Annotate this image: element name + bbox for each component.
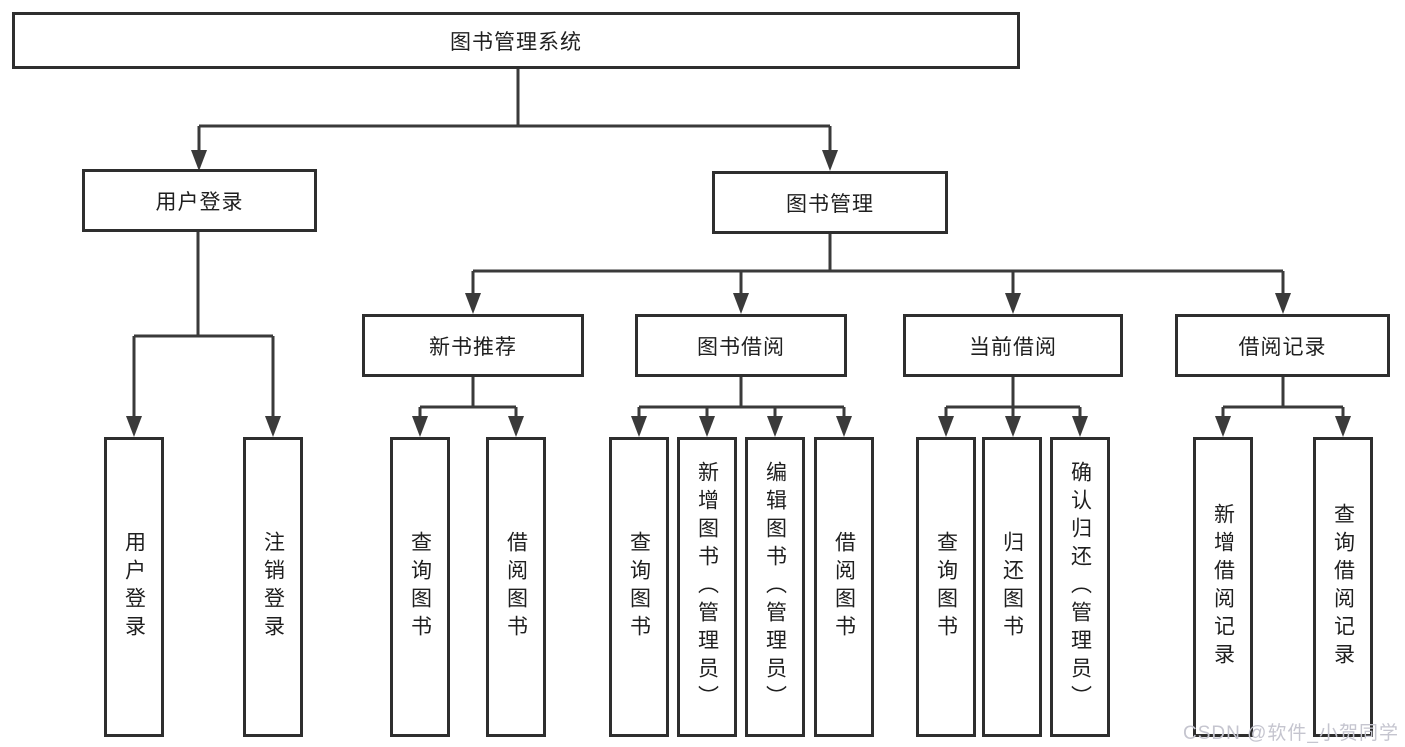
node-user-login-branch: 用户登录: [82, 169, 317, 232]
node-root-system: 图书管理系统: [12, 12, 1020, 69]
node-label: 借阅记录: [1238, 335, 1327, 359]
leaf-label: 借阅图书: [832, 531, 856, 643]
leaf-add-borrow-record: 新增借阅记录: [1193, 437, 1253, 737]
leaf-user-login: 用户登录: [104, 437, 164, 737]
node-root-label: 图书管理系统: [450, 30, 582, 54]
leaf-label: 查询图书: [934, 531, 958, 643]
csdn-watermark: CSDN @软件_小贺同学: [1183, 723, 1399, 744]
leaf-label: 确认归还（管理员）: [1068, 461, 1092, 713]
leaf-query-borrow-record: 查询借阅记录: [1313, 437, 1373, 737]
node-label: 图书借阅: [697, 335, 785, 359]
leaf-borrow-books-1: 借阅图书: [486, 437, 546, 737]
leaf-logout: 注销登录: [243, 437, 303, 737]
leaf-query-books-3: 查询图书: [916, 437, 976, 737]
leaf-label: 新增图书（管理员）: [695, 461, 719, 713]
leaf-borrow-books-2: 借阅图书: [814, 437, 874, 737]
node-label: 用户登录: [155, 190, 244, 214]
node-new-book-recommend: 新书推荐: [362, 314, 584, 377]
node-book-management-branch: 图书管理: [712, 171, 948, 234]
leaf-label: 查询借阅记录: [1331, 503, 1355, 671]
node-label: 图书管理: [786, 192, 874, 216]
node-book-borrowing: 图书借阅: [635, 314, 847, 377]
node-label: 新书推荐: [429, 335, 517, 359]
arrowhead-group: [126, 150, 1351, 437]
leaf-label: 借阅图书: [504, 531, 528, 643]
node-borrowing-records: 借阅记录: [1175, 314, 1390, 377]
leaf-label: 新增借阅记录: [1211, 503, 1235, 671]
leaf-label: 查询图书: [408, 531, 432, 643]
node-current-borrowing: 当前借阅: [903, 314, 1123, 377]
leaf-confirm-return-admin: 确认归还（管理员）: [1050, 437, 1110, 737]
leaf-label: 查询图书: [627, 531, 651, 643]
node-label: 当前借阅: [969, 335, 1057, 359]
leaf-edit-books-admin: 编辑图书（管理员）: [745, 437, 805, 737]
leaf-label: 用户登录: [122, 531, 146, 643]
leaf-label: 注销登录: [261, 531, 285, 643]
leaf-label: 编辑图书（管理员）: [763, 461, 787, 713]
leaf-query-books-1: 查询图书: [390, 437, 450, 737]
leaf-return-books: 归还图书: [982, 437, 1042, 737]
leaf-label: 归还图书: [1000, 531, 1024, 643]
leaf-add-books-admin: 新增图书（管理员）: [677, 437, 737, 737]
leaf-query-books-2: 查询图书: [609, 437, 669, 737]
